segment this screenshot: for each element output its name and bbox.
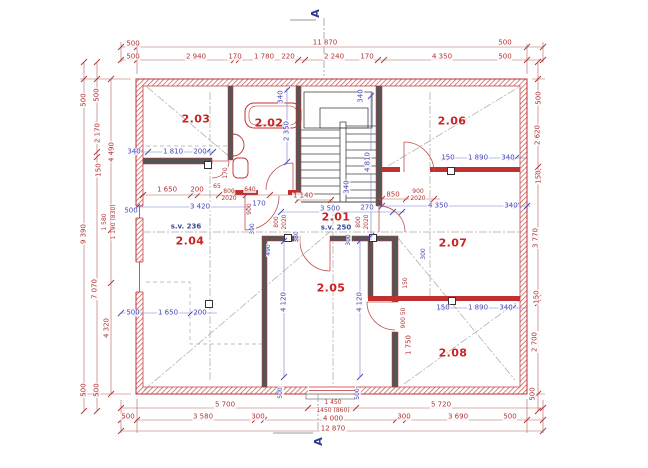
window-openings bbox=[135, 205, 359, 400]
dimension-ticks-blue bbox=[117, 86, 531, 381]
low-headroom-dashed-lines bbox=[146, 145, 266, 345]
dimension-lines-red bbox=[80, 42, 545, 433]
dimension-lines-blue bbox=[121, 88, 530, 377]
section-marker-bottom: A bbox=[311, 437, 325, 446]
section-marker-top: A bbox=[308, 9, 322, 18]
skylight-markers bbox=[204, 161, 456, 308]
door-arcs bbox=[211, 141, 435, 331]
sink-icon bbox=[232, 133, 245, 157]
dimension-ticks-red bbox=[80, 43, 547, 435]
stairs bbox=[301, 91, 376, 203]
bathtub-icon bbox=[244, 102, 302, 129]
toilet-icon bbox=[232, 157, 249, 179]
